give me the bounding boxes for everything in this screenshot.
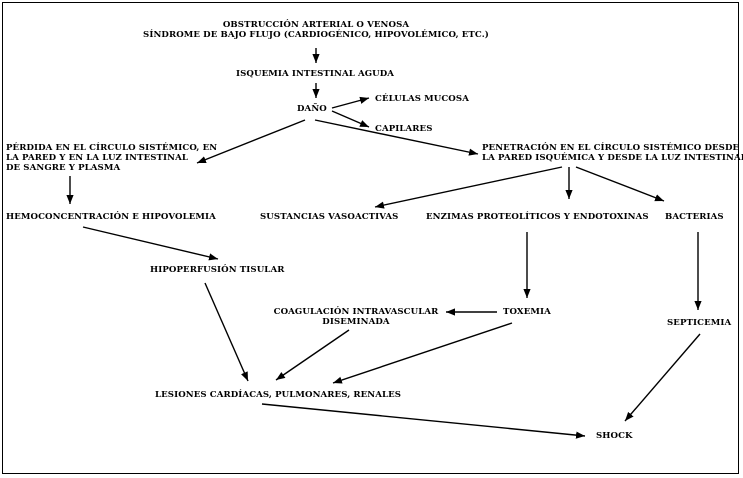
- arrow-lesions-to-shock: [261, 403, 586, 439]
- node-coagulation-line2: DISEMINADA: [322, 317, 390, 327]
- node-loss-line3: DE SANGRE Y PLASMA: [6, 163, 121, 173]
- node-hemoconcentration: HEMOCONCENTRACIÓN E HIPOVOLEMIA: [6, 212, 216, 222]
- node-damage: DAÑO: [297, 104, 327, 114]
- node-obstruction-line1: OBSTRUCCIÓN ARTERIAL O VENOSA: [222, 20, 410, 30]
- node-bacteria: BACTERIAS: [665, 212, 724, 222]
- node-obstruction-line2: SÍNDROME DE BAJO FLUJO (CARDIOGÉNICO, HI…: [143, 30, 489, 40]
- arrow-damage-to-penetration: [314, 119, 479, 156]
- arrow-septicemia-to-shock: [624, 333, 701, 422]
- node-vasoactive: SUSTANCIAS VASOACTIVAS: [260, 212, 399, 222]
- node-enzymes: ENZIMAS PROTEOLÍTICOS Y ENDOTOXINAS: [426, 212, 649, 222]
- node-hypoperfusion: HIPOPERFUSIÓN TISULAR: [150, 265, 285, 275]
- node-penetration: PENETRACIÓN EN EL CÍRCULO SISTÉMICO DESD…: [482, 143, 743, 163]
- node-loss-line1: PÉRDIDA EN EL CÍRCULO SISTÉMICO, EN: [6, 143, 218, 153]
- node-loss: PÉRDIDA EN EL CÍRCULO SISTÉMICO, EN LA P…: [6, 143, 217, 173]
- arrow-penetration-to-vasoactive: [374, 166, 563, 209]
- node-shock: SHOCK: [596, 431, 633, 441]
- node-obstruction: OBSTRUCCIÓN ARTERIAL O VENOSA SÍNDROME D…: [120, 20, 512, 40]
- node-capillaries: CAPILARES: [375, 124, 433, 134]
- node-loss-line2: LA PARED Y EN LA LUZ INTESTINAL: [6, 153, 189, 163]
- arrow-coagulation-to-lesions: [275, 329, 350, 381]
- arrow-damage-to-loss: [196, 119, 306, 164]
- arrow-damage-to-mucosal-cells: [331, 96, 370, 109]
- node-lesions: LESIONES CARDÍACAS, PULMONARES, RENALES: [155, 390, 402, 400]
- node-penetration-line1: PENETRACIÓN EN EL CÍRCULO SISTÉMICO DESD…: [482, 143, 740, 153]
- arrow-hypoperfusion-to-lesions: [204, 282, 249, 382]
- node-ischemia: ISQUEMIA INTESTINAL AGUDA: [236, 69, 395, 79]
- diagram-border: [2, 2, 739, 474]
- arrow-hemoconcentration-to-hypoperfusion: [82, 226, 219, 261]
- arrow-penetration-to-bacteria: [575, 166, 665, 202]
- node-toxemia: TOXEMIA: [503, 307, 551, 317]
- node-mucosal-cells: CÉLULAS MUCOSA: [375, 94, 469, 104]
- node-coagulation-line1: COAGULACIÓN INTRAVASCULAR: [273, 307, 439, 317]
- node-penetration-line2: LA PARED ISQUÉMICA Y DESDE LA LUZ INTEST…: [482, 153, 743, 163]
- arrow-toxemia-to-lesions: [332, 322, 513, 384]
- node-coagulation: COAGULACIÓN INTRAVASCULAR DISEMINADA: [266, 307, 446, 327]
- arrow-damage-to-capillaries: [331, 110, 370, 128]
- node-septicemia: SEPTICEMIA: [667, 318, 732, 328]
